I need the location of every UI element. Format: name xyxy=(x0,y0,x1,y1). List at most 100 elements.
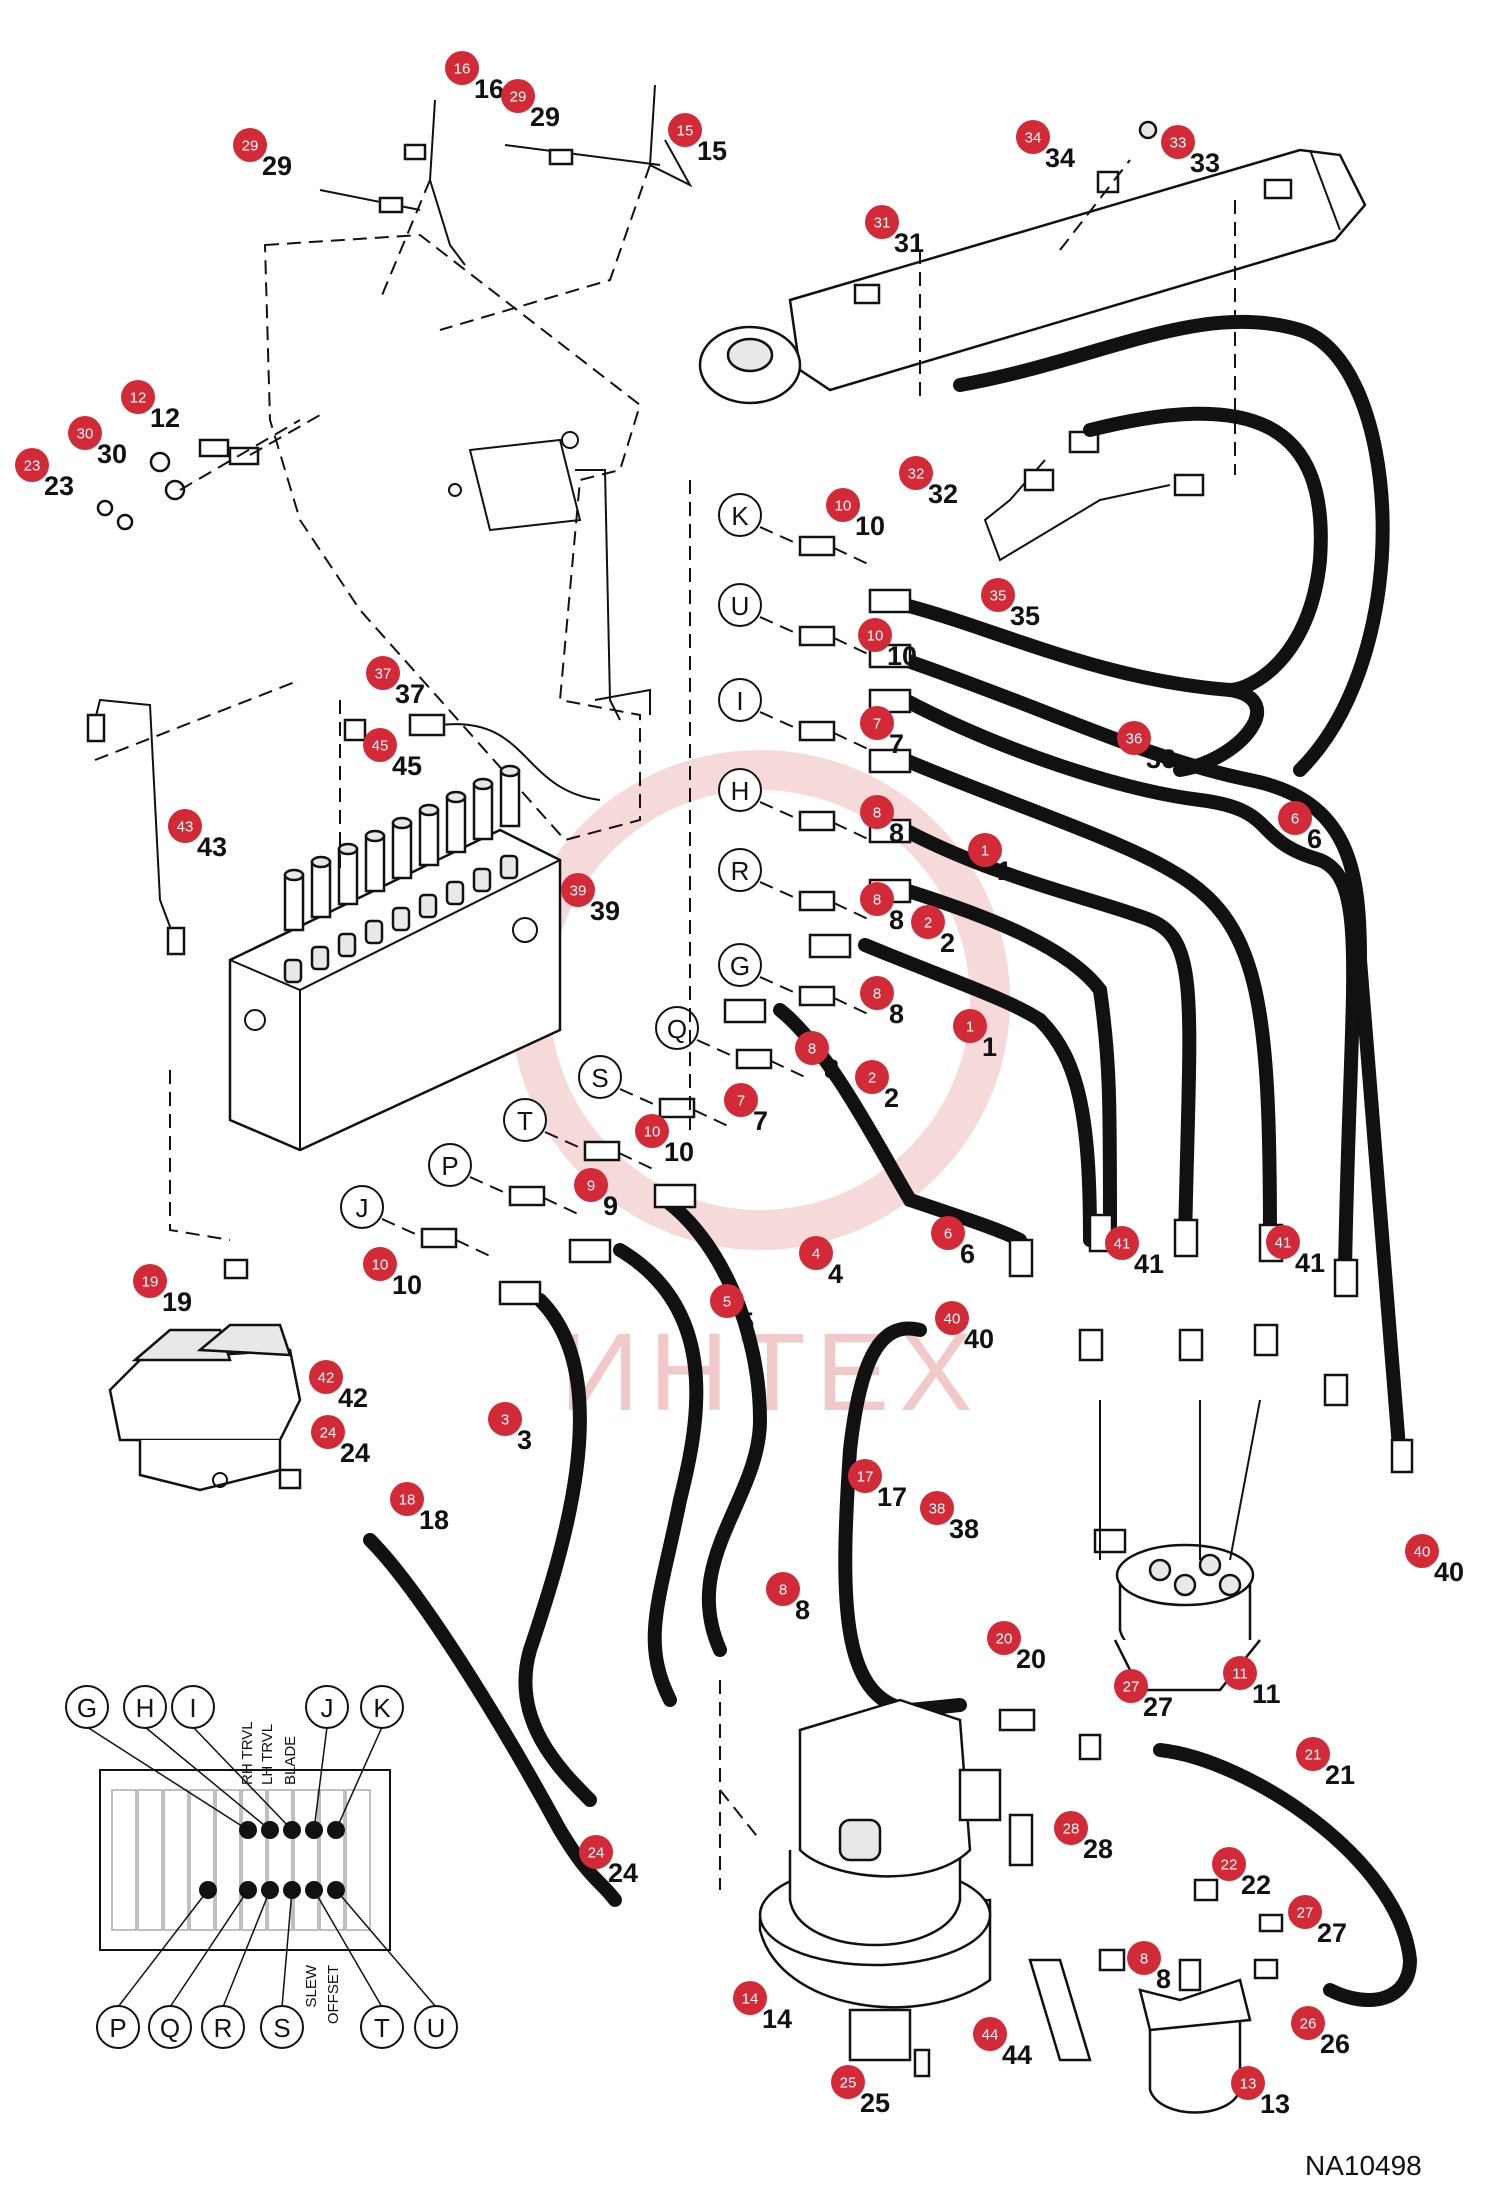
legend-letter-circle xyxy=(96,2005,140,2049)
port-letter-H: H xyxy=(731,776,750,806)
legend-port-dot xyxy=(261,1821,279,1839)
callout-badge-number: 29 xyxy=(242,138,259,155)
drawing-code: NA10498 xyxy=(1305,2150,1422,2181)
valve-spool xyxy=(364,834,386,893)
callout-badge xyxy=(1296,1737,1330,1771)
callout-badge-number: 41 xyxy=(1114,1236,1131,1253)
callout-badge-number: 3 xyxy=(501,1412,509,1429)
misc-fittings xyxy=(998,1708,1284,2062)
valve-port xyxy=(445,880,465,906)
legend-letter-circle xyxy=(148,2005,192,2049)
fitting-leader xyxy=(833,637,871,656)
fitting-leader xyxy=(833,547,871,566)
callout-badge xyxy=(865,205,899,239)
callout-badge xyxy=(858,618,892,652)
legend-letter-T: T xyxy=(374,2013,390,2043)
callout-number: 8 xyxy=(889,999,904,1029)
legend-section xyxy=(267,1789,293,1931)
adapter-fitting xyxy=(798,625,836,647)
legend-letter-P: P xyxy=(109,2013,126,2043)
callout-number: 23 xyxy=(44,471,74,501)
legend-letter-I: I xyxy=(189,1693,196,1723)
valve-port xyxy=(337,932,357,958)
fitting-leader xyxy=(770,1060,808,1079)
valve-spool xyxy=(337,847,359,906)
pressure-switch xyxy=(343,713,601,801)
legend-letter-circle xyxy=(360,1685,404,1729)
legend-port-dot xyxy=(283,1821,301,1839)
callout-badge-number: 38 xyxy=(929,1501,946,1518)
callout-badge-number: 8 xyxy=(873,892,881,909)
legend-leader xyxy=(281,1889,293,2008)
callout-badge xyxy=(121,380,155,414)
spool-cap xyxy=(499,764,521,778)
spool-cap xyxy=(472,777,494,791)
legend-port-dot xyxy=(239,1881,257,1899)
callout-badge xyxy=(309,1360,343,1394)
port-letter-circle xyxy=(718,678,762,722)
port-letter-circle xyxy=(718,493,762,537)
legend-function-label: SLEW xyxy=(303,1964,320,2007)
spool-cap xyxy=(283,868,305,882)
callout-badge xyxy=(973,2017,1007,2051)
callout-number: 26 xyxy=(1320,2029,1350,2059)
callout-badge xyxy=(363,728,397,762)
port-letter-circle xyxy=(428,1143,472,1187)
port-leader xyxy=(759,616,801,636)
callout-badge xyxy=(1212,1847,1246,1881)
callout-number: 41 xyxy=(1134,1249,1164,1279)
callout-badge-number: 10 xyxy=(835,498,852,515)
callout-number: 35 xyxy=(1010,601,1040,631)
callout-number: 19 xyxy=(162,1287,192,1317)
callout-badge-number: 2 xyxy=(924,915,932,932)
callout-badge xyxy=(1223,1656,1257,1690)
callout-badge xyxy=(133,1264,167,1298)
legend-leader xyxy=(86,1726,249,1831)
callout-badge xyxy=(1117,721,1151,755)
callout-badge-number: 6 xyxy=(944,1226,952,1243)
callout-badge-number: 10 xyxy=(372,1257,389,1274)
callout-badge xyxy=(561,873,595,907)
fitting-leader xyxy=(833,997,871,1016)
callout-badge-number: 34 xyxy=(1025,130,1042,147)
valve-port xyxy=(364,919,384,945)
callout-badge xyxy=(445,51,479,85)
callout-badge-number: 8 xyxy=(873,986,881,1003)
callout-badge-number: 24 xyxy=(320,1425,337,1442)
callout-badge-number: 15 xyxy=(677,123,694,140)
callout-number: 30 xyxy=(97,439,127,469)
callout-badge-number: 36 xyxy=(1126,731,1143,748)
callout-number: 10 xyxy=(392,1270,422,1300)
callout-badge-number: 33 xyxy=(1170,135,1187,152)
callout-badge-number: 2 xyxy=(868,1070,876,1087)
legend-leader xyxy=(192,1726,293,1831)
callout-badge xyxy=(826,488,860,522)
callout-badge-number: 1 xyxy=(981,843,989,860)
mounting-frame xyxy=(263,233,651,842)
callout-number: 11 xyxy=(1252,1679,1281,1709)
callout-badge xyxy=(953,1009,987,1043)
callout-number: 34 xyxy=(1045,143,1075,173)
callout-badge xyxy=(1405,1534,1439,1568)
port-letter-J: J xyxy=(356,1193,369,1223)
callout-number: 29 xyxy=(262,151,292,181)
legend-section xyxy=(293,1789,319,1931)
callout-number: 8 xyxy=(889,818,904,848)
callout-number: 10 xyxy=(855,511,885,541)
legend-leader xyxy=(222,1889,271,2008)
callout-badge-number: 4 xyxy=(812,1246,820,1263)
callout-number: 27 xyxy=(1317,1918,1347,1948)
callout-badge xyxy=(935,1301,969,1335)
legend-leader xyxy=(313,1889,383,2008)
legend-section xyxy=(345,1789,371,1931)
legend-section xyxy=(215,1789,241,1931)
callout-number: 24 xyxy=(608,1858,638,1888)
callout-number: 12 xyxy=(150,403,180,433)
callout-badge xyxy=(488,1402,522,1436)
callout-badge xyxy=(1231,2066,1265,2100)
callout-badge-number: 32 xyxy=(908,466,925,483)
callout-badge xyxy=(766,1572,800,1606)
callout-number: 18 xyxy=(419,1505,449,1535)
callout-badge-number: 37 xyxy=(375,666,392,683)
callout-number: 1 xyxy=(997,856,1012,886)
